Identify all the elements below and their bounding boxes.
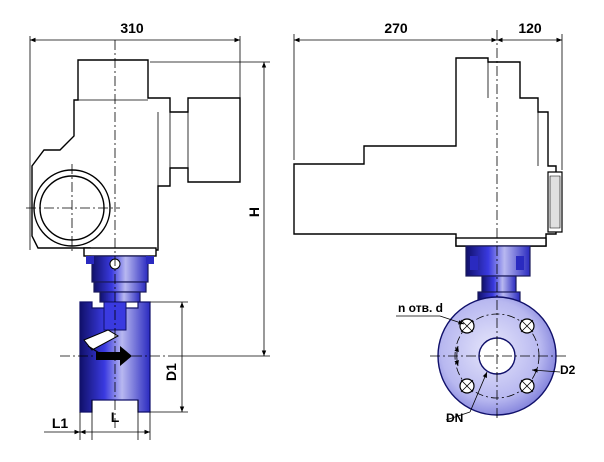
left-view — [26, 40, 241, 430]
right-view — [293, 30, 566, 420]
label-d2: D2 — [560, 363, 576, 377]
dim-270: 270 — [384, 20, 408, 36]
label-holes: n отв. d — [398, 301, 443, 315]
dim-h: H — [246, 207, 262, 217]
dim-l: L — [111, 409, 120, 425]
dim-310: 310 — [120, 20, 144, 36]
dim-120: 120 — [518, 20, 542, 36]
coupling-left — [91, 255, 149, 283]
dim-d1: D1 — [163, 363, 179, 381]
dimensions-right: 270 120 n отв. d D2 DN — [293, 20, 576, 425]
dim-l1: L1 — [52, 415, 69, 431]
dimensions-left: 310 H D1 L1 L — [29, 20, 270, 440]
label-dn: DN — [446, 411, 463, 425]
bolt-holes — [459, 318, 535, 394]
actuator-body-right — [293, 57, 557, 247]
actuator-body-left — [31, 59, 241, 251]
